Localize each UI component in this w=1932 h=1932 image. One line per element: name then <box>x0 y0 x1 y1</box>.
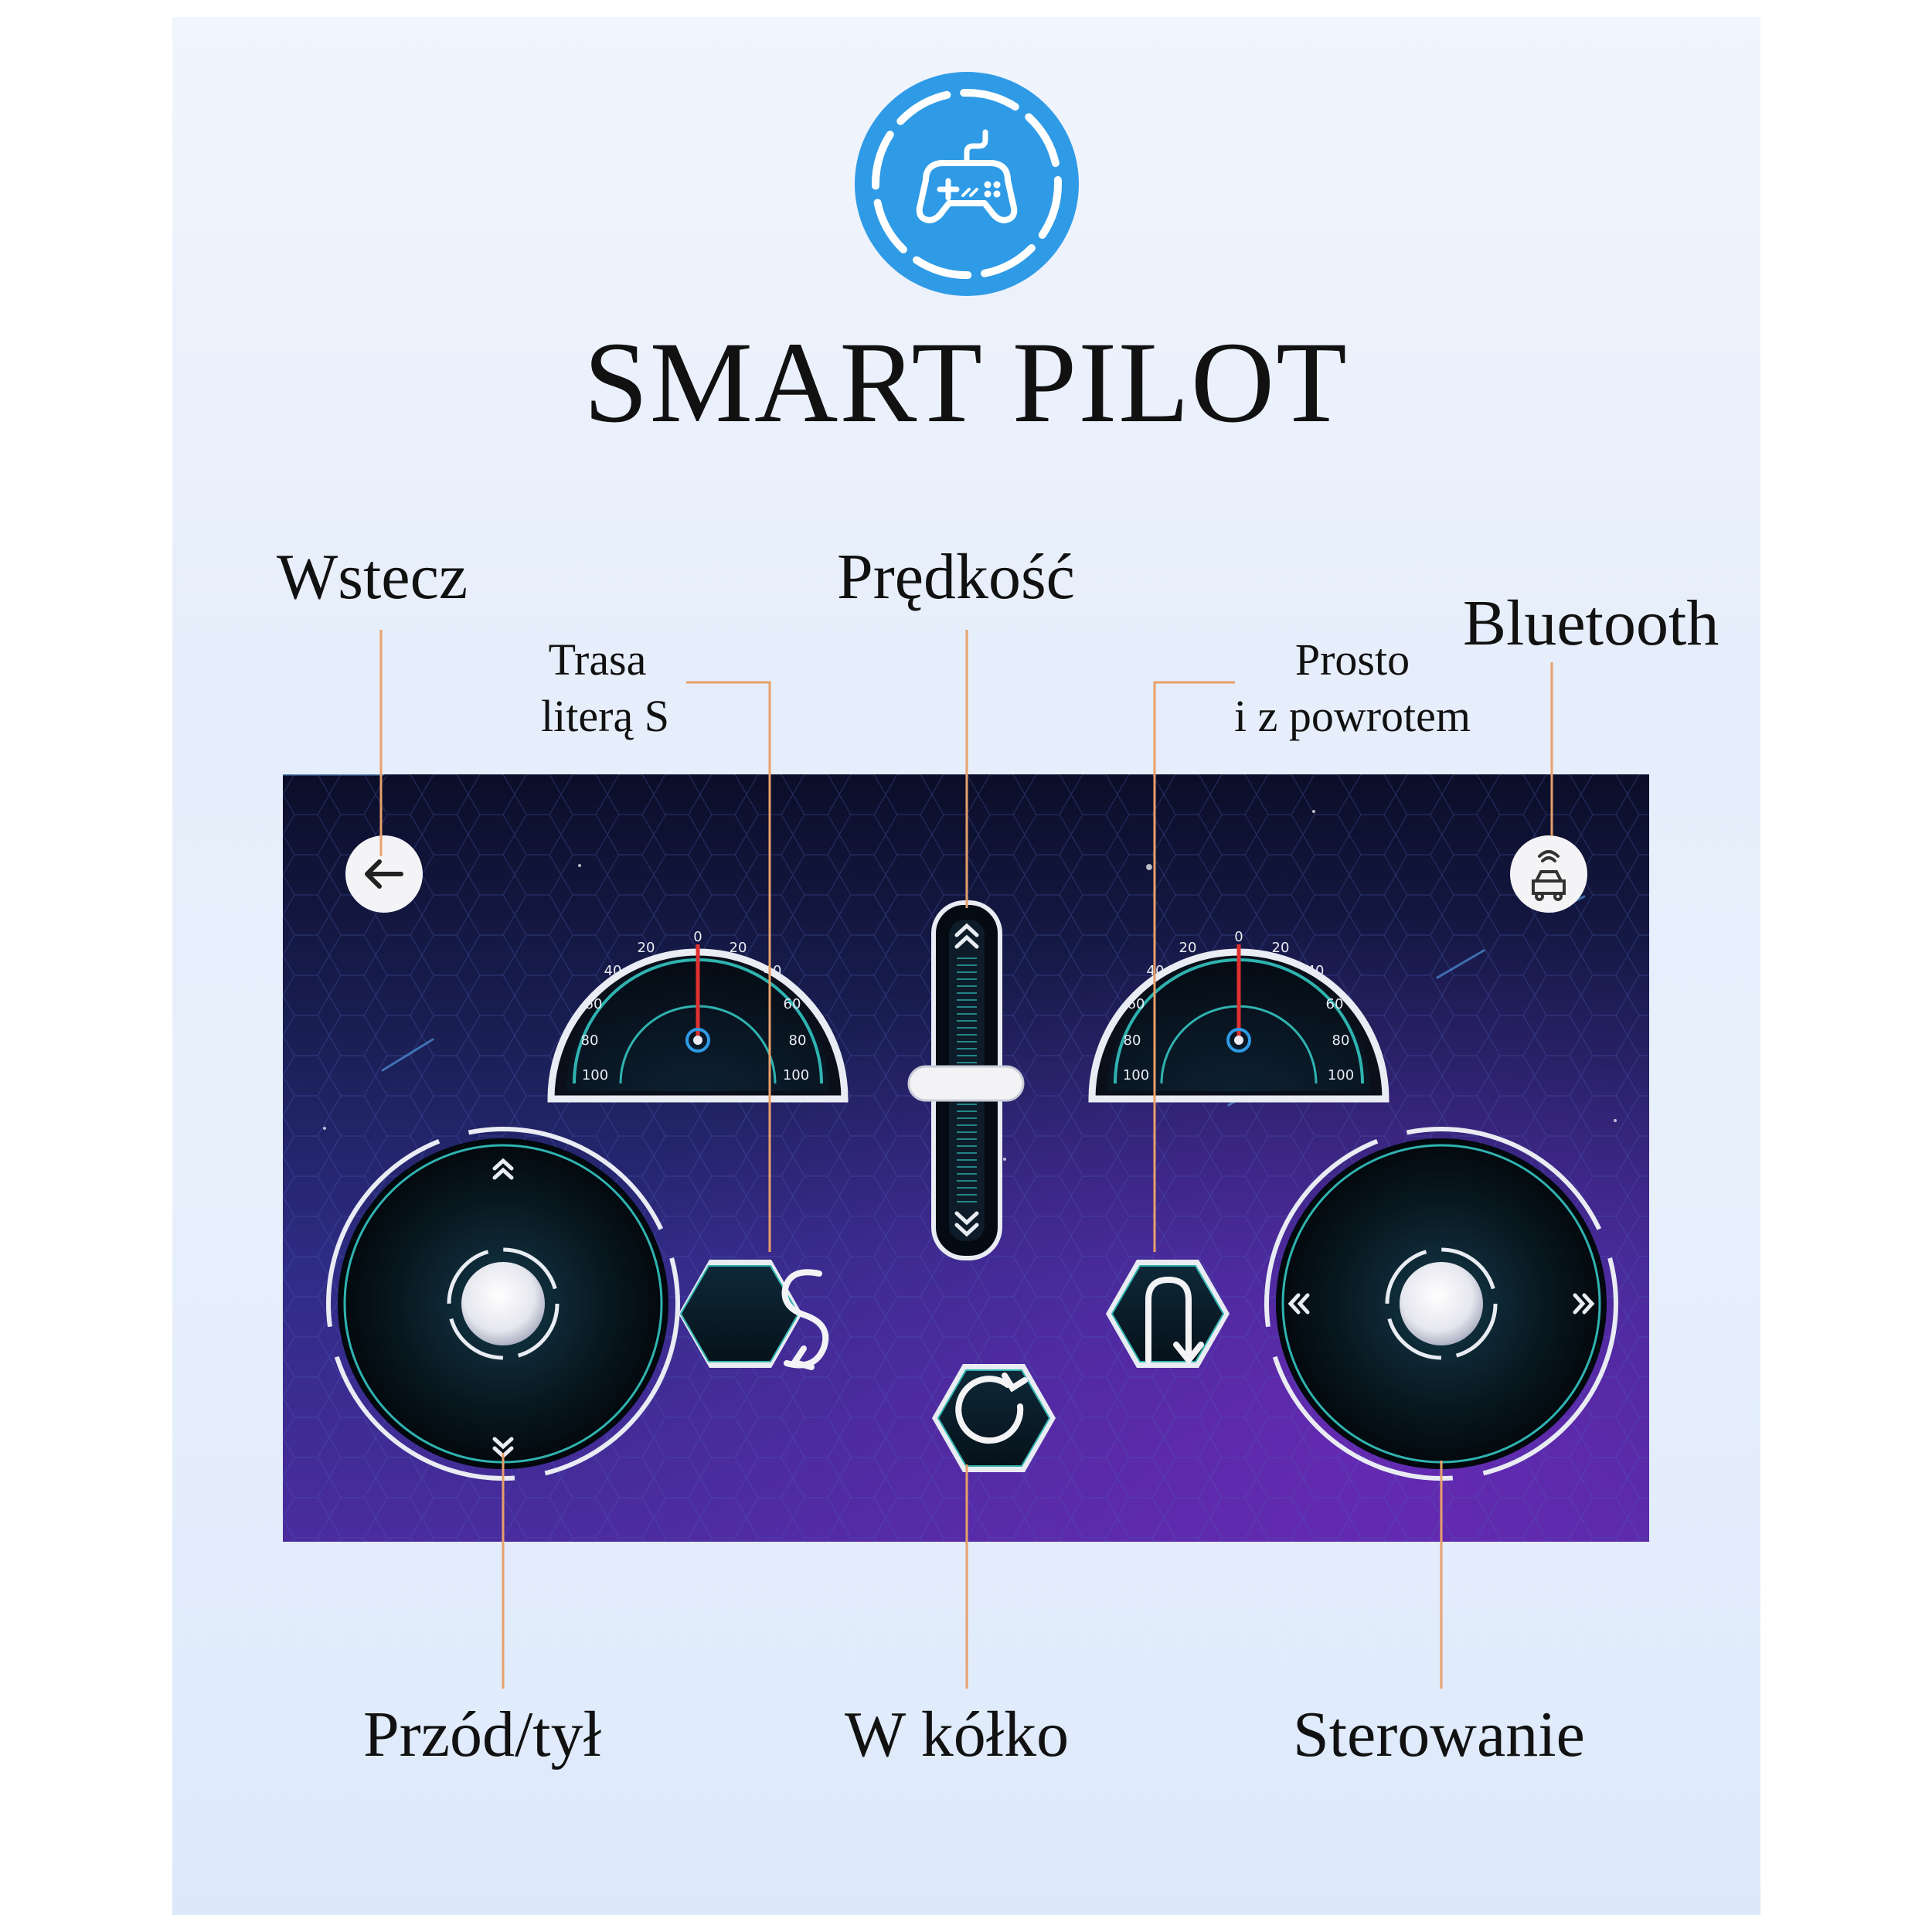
gauge-tick: 80 <box>1124 1032 1141 1049</box>
gauge-tick: 80 <box>581 1032 599 1049</box>
gamepad-icon <box>855 72 1079 296</box>
gauge-tick: 60 <box>585 996 603 1012</box>
label-circle: W kółko <box>845 1699 1070 1770</box>
circle-route-button[interactable] <box>932 1364 1056 1472</box>
label-forward-back: Przód/tył <box>363 1699 601 1770</box>
label-s-route-line2: literą S <box>541 691 669 741</box>
label-steering: Sterowanie <box>1293 1699 1585 1770</box>
chevron-up-icon <box>954 923 979 949</box>
label-straight-line2: i z powrotem <box>1233 691 1471 741</box>
gauge-tick: 20 <box>638 940 655 956</box>
gauge-tick: 20 <box>1272 940 1290 956</box>
circle-arrow-icon <box>955 1372 1028 1444</box>
back-button[interactable] <box>345 835 423 913</box>
left-speed-gauge <box>547 944 849 1103</box>
right-speed-gauge <box>1088 944 1389 1103</box>
gauge-tick: 40 <box>764 963 782 979</box>
gauge-tick: 0 <box>693 929 702 945</box>
s-route-button[interactable] <box>679 1260 829 1370</box>
gauge-tick: 60 <box>1128 996 1145 1012</box>
page-title: SMART PILOT <box>583 318 1349 447</box>
gauge-tick: 60 <box>784 996 801 1012</box>
callout-lines <box>379 630 1553 1689</box>
gauge-tick: 40 <box>1307 963 1325 979</box>
gauge-tick: 20 <box>730 940 747 956</box>
label-speed: Prędkość <box>837 541 1075 613</box>
chevron-down-icon <box>954 1211 979 1237</box>
gauge-tick: 40 <box>604 963 622 979</box>
gauge-tick: 60 <box>1326 996 1344 1012</box>
gauge-tick: 100 <box>1123 1067 1149 1083</box>
chevron-right-icon <box>1573 1293 1595 1315</box>
label-s-route-line1: Trasa <box>548 634 647 685</box>
straight-and-back-button[interactable] <box>1106 1260 1230 1368</box>
gauge-tick: 80 <box>1332 1032 1350 1049</box>
forward-back-joystick[interactable] <box>326 1127 680 1481</box>
bluetooth-car-icon <box>1532 850 1566 901</box>
speed-slider[interactable] <box>907 900 1025 1260</box>
label-back: Wstecz <box>277 541 468 613</box>
gauge-tick: 0 <box>1234 929 1243 945</box>
s-route-icon <box>781 1269 829 1370</box>
joystick-knob[interactable] <box>1400 1262 1483 1345</box>
gauge-tick: 100 <box>783 1067 809 1083</box>
gauge-tick: 80 <box>789 1032 807 1049</box>
label-straight-line1: Prosto <box>1294 634 1410 685</box>
gauge-tick: 20 <box>1179 940 1197 956</box>
chevron-up-icon <box>492 1158 514 1180</box>
u-turn-icon <box>1145 1277 1204 1363</box>
steering-joystick[interactable] <box>1264 1127 1618 1481</box>
arrow-left-icon <box>365 859 403 889</box>
label-bluetooth: Bluetooth <box>1463 587 1719 659</box>
joystick-knob[interactable] <box>461 1262 545 1345</box>
gauge-tick: 100 <box>582 1067 608 1083</box>
gauge-tick: 100 <box>1328 1067 1354 1083</box>
slider-handle[interactable] <box>907 1065 1025 1102</box>
bluetooth-button[interactable] <box>1510 835 1587 913</box>
chevron-left-icon <box>1287 1293 1310 1315</box>
